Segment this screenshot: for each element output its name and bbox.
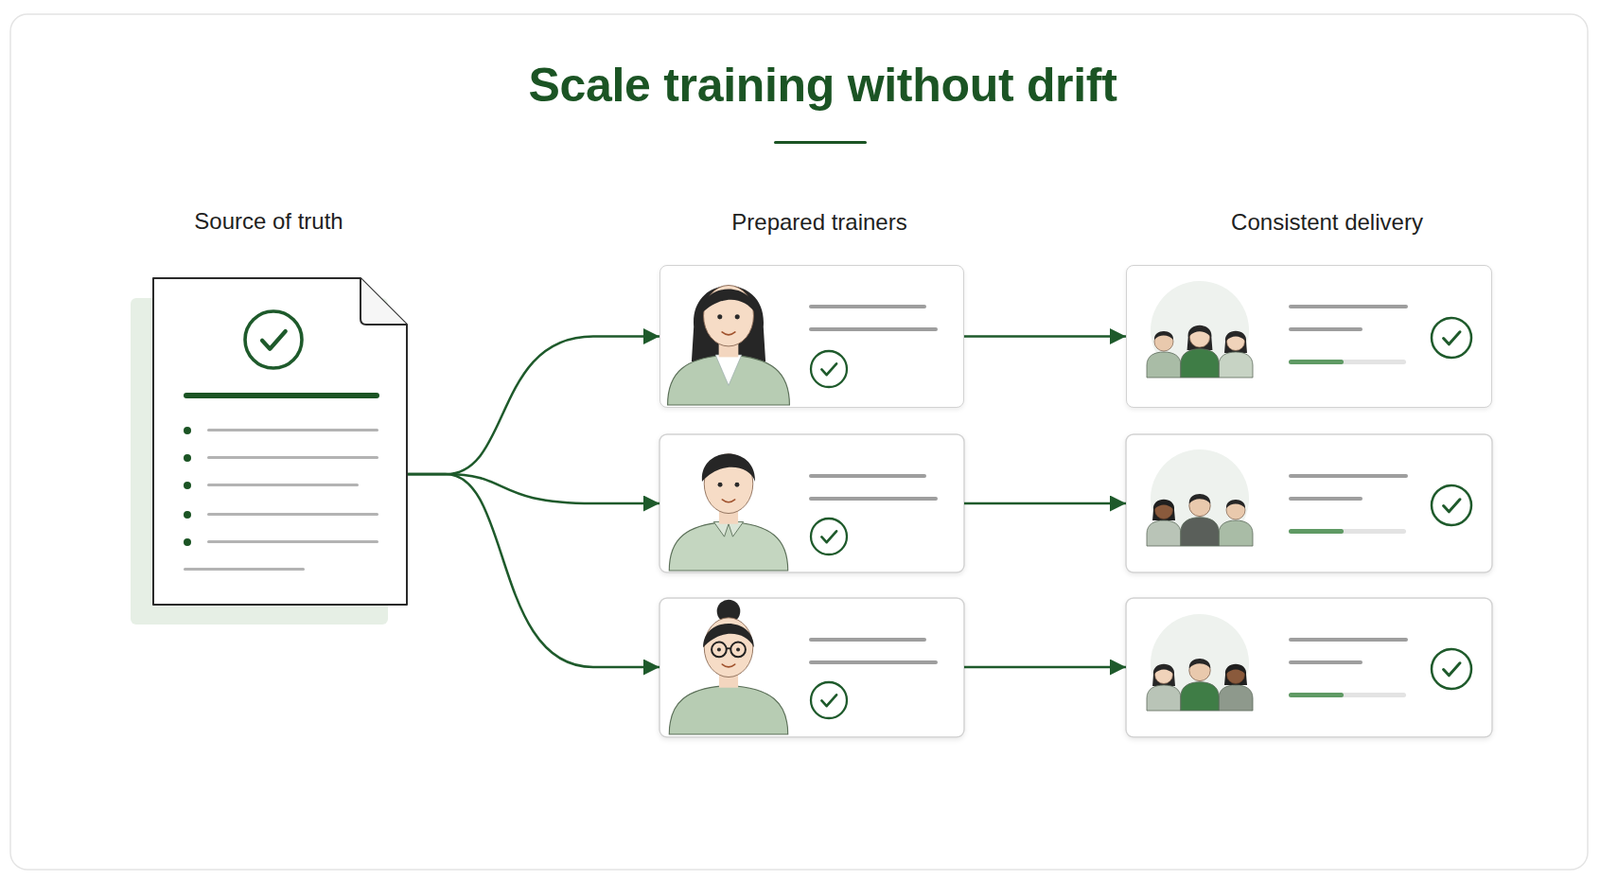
smile	[721, 499, 735, 503]
collar	[713, 521, 743, 537]
smile	[721, 664, 735, 668]
check-icon	[1431, 485, 1472, 526]
progress-track	[1288, 528, 1407, 534]
progress-fill	[1288, 528, 1344, 534]
face	[703, 617, 754, 678]
shirt	[668, 521, 788, 571]
check-icon	[1431, 649, 1472, 689]
hair	[702, 454, 756, 482]
face	[703, 454, 754, 514]
flow-connector	[407, 336, 660, 475]
delivery-card	[1125, 434, 1493, 573]
branch-arrow	[407, 474, 660, 668]
check-icon	[810, 518, 847, 555]
text-line	[1288, 496, 1363, 501]
text-line	[808, 660, 938, 665]
document-outline	[152, 277, 408, 606]
text-line	[808, 637, 927, 642]
text-line	[808, 474, 927, 478]
flow-connector	[964, 334, 1126, 338]
document-node: Source of truth	[152, 277, 408, 606]
progress-fill	[1288, 692, 1344, 698]
check-icon	[810, 682, 847, 719]
learner	[1218, 499, 1253, 546]
progress-track	[1288, 692, 1407, 698]
document-fold	[360, 278, 407, 325]
title-underline	[773, 140, 867, 144]
trainer-avatar	[668, 599, 788, 735]
hair	[703, 623, 755, 648]
glasses	[711, 642, 727, 658]
learner	[1146, 499, 1181, 546]
eye	[736, 647, 740, 651]
column-heading: Prepared trainers	[731, 209, 907, 236]
hair-bun	[717, 599, 741, 624]
glasses-bridge	[726, 647, 731, 650]
learner-group	[1146, 614, 1253, 711]
learner	[1146, 664, 1181, 711]
learner	[1180, 658, 1219, 711]
neck	[719, 507, 739, 525]
group-backdrop	[1150, 449, 1249, 546]
learner	[1218, 664, 1253, 711]
sweater	[668, 685, 788, 735]
diagram-title: Scale training without drift	[22, 56, 1600, 114]
column-heading: Consistent delivery	[1230, 209, 1424, 236]
document-sheet	[153, 278, 407, 605]
neck	[719, 670, 739, 688]
delivery-card	[1125, 597, 1493, 738]
text-line	[808, 496, 938, 501]
learner	[1180, 493, 1219, 546]
trainer-card	[659, 434, 965, 573]
learner-group	[1146, 449, 1253, 546]
card-node: Consistent delivery	[1125, 264, 1493, 408]
eye	[718, 482, 723, 488]
trainer-card	[659, 597, 965, 738]
outer-frame	[10, 14, 1588, 870]
card-node: Prepared trainers	[659, 264, 965, 408]
glasses	[730, 642, 746, 658]
eye	[717, 647, 721, 651]
flow-arrow	[964, 666, 1126, 669]
group-backdrop	[1150, 614, 1249, 711]
column-heading: Source of truth	[193, 208, 343, 235]
text-line	[1288, 660, 1363, 665]
eye	[734, 482, 739, 488]
text-line	[1288, 637, 1408, 642]
text-line	[1288, 474, 1408, 478]
flow-arrow	[964, 502, 1126, 506]
branch-arrow	[407, 474, 660, 504]
trainer-avatar	[668, 454, 788, 571]
